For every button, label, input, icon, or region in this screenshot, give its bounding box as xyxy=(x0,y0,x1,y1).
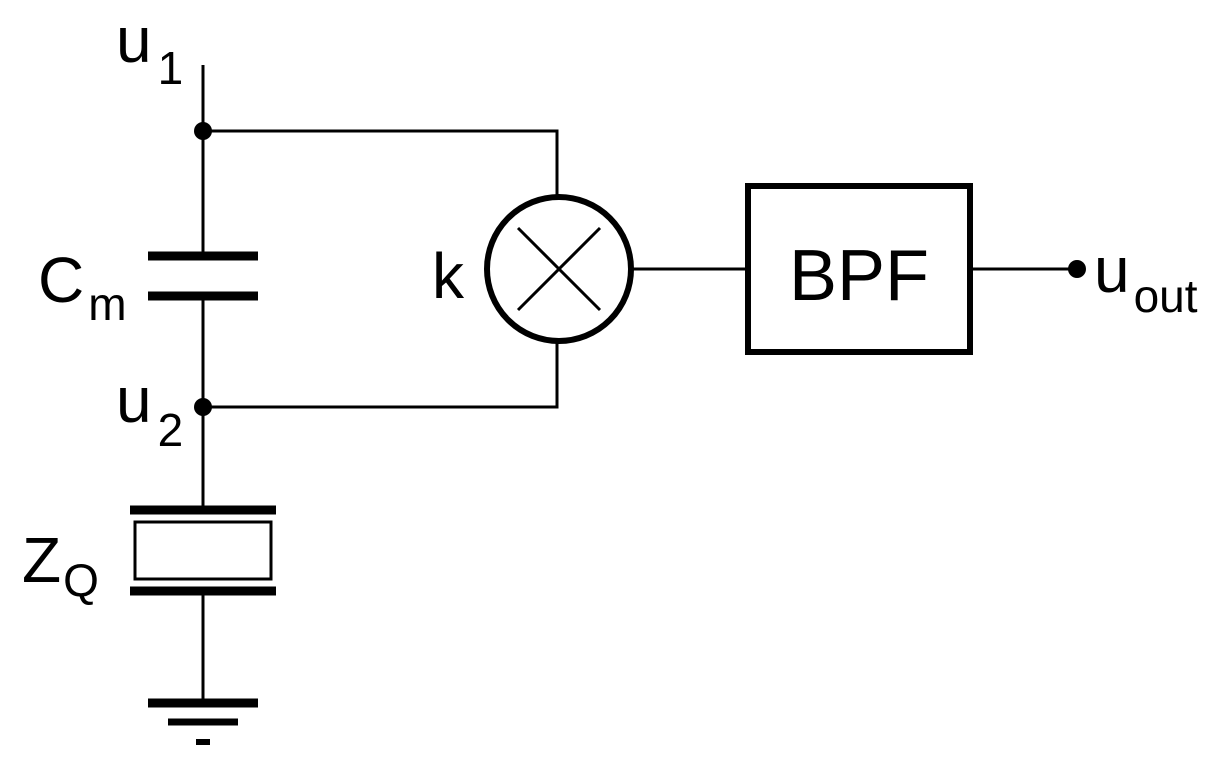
quartz-crystal-body xyxy=(133,520,273,581)
label-mixer-k: k xyxy=(432,240,465,312)
label-ground-minus: - xyxy=(200,735,207,757)
wire-u1-to-mixer xyxy=(203,129,559,196)
label-cm: Cm xyxy=(38,244,127,330)
mixer-cross-2 xyxy=(516,226,602,312)
node-uout-dot xyxy=(1068,260,1086,278)
label-zq: ZQ xyxy=(22,524,99,606)
label-uout: uout xyxy=(1094,234,1198,322)
wire-u2-to-mixer xyxy=(203,343,559,409)
label-bpf: BPF xyxy=(789,236,929,316)
